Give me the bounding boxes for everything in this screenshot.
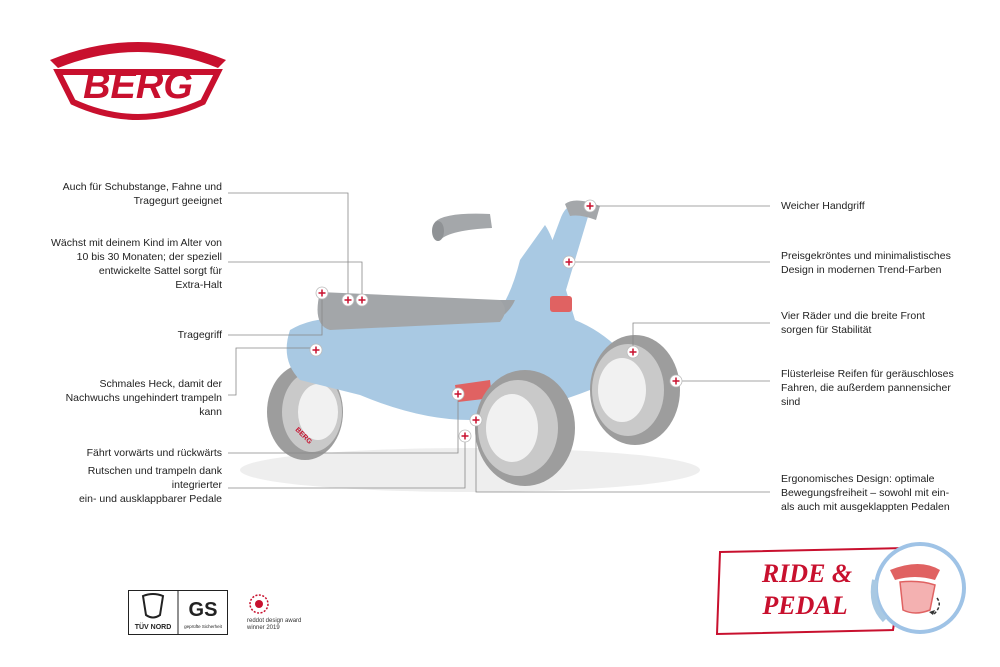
rear-wheel: [267, 364, 343, 460]
berg-logo: BERG: [50, 42, 226, 120]
ride-pedal-badge: RIDE & PEDAL: [715, 542, 966, 636]
front-wheel-right: [590, 335, 680, 445]
plus-markers: [309, 199, 683, 443]
front-wheel-left: [475, 370, 575, 486]
handle-left: [432, 213, 492, 241]
reddot-icon: [249, 594, 269, 614]
pedal-text: PEDAL: [761, 591, 847, 620]
tuv-gs-badge: TÜV NORD GS geprüfte Sicherheit: [128, 590, 228, 635]
ride-text: RIDE &: [761, 559, 852, 588]
pedal: [455, 380, 492, 402]
gs-text: GS: [189, 599, 218, 621]
reddot-label: reddot design award winner 2019: [247, 618, 302, 631]
stem: [530, 205, 590, 310]
callout-carry-handle: Tragegriff: [177, 329, 222, 341]
callout-forward-backward: Fährt vorwärts und rückwärts: [86, 447, 222, 459]
berg-logo-text: BERG: [83, 65, 193, 107]
tuv-text: TÜV NORD: [135, 622, 172, 631]
callout-soft-grip: Weicher Handgriff: [781, 200, 865, 212]
gs-sub-text: geprüfte Sicherheit: [184, 624, 223, 629]
